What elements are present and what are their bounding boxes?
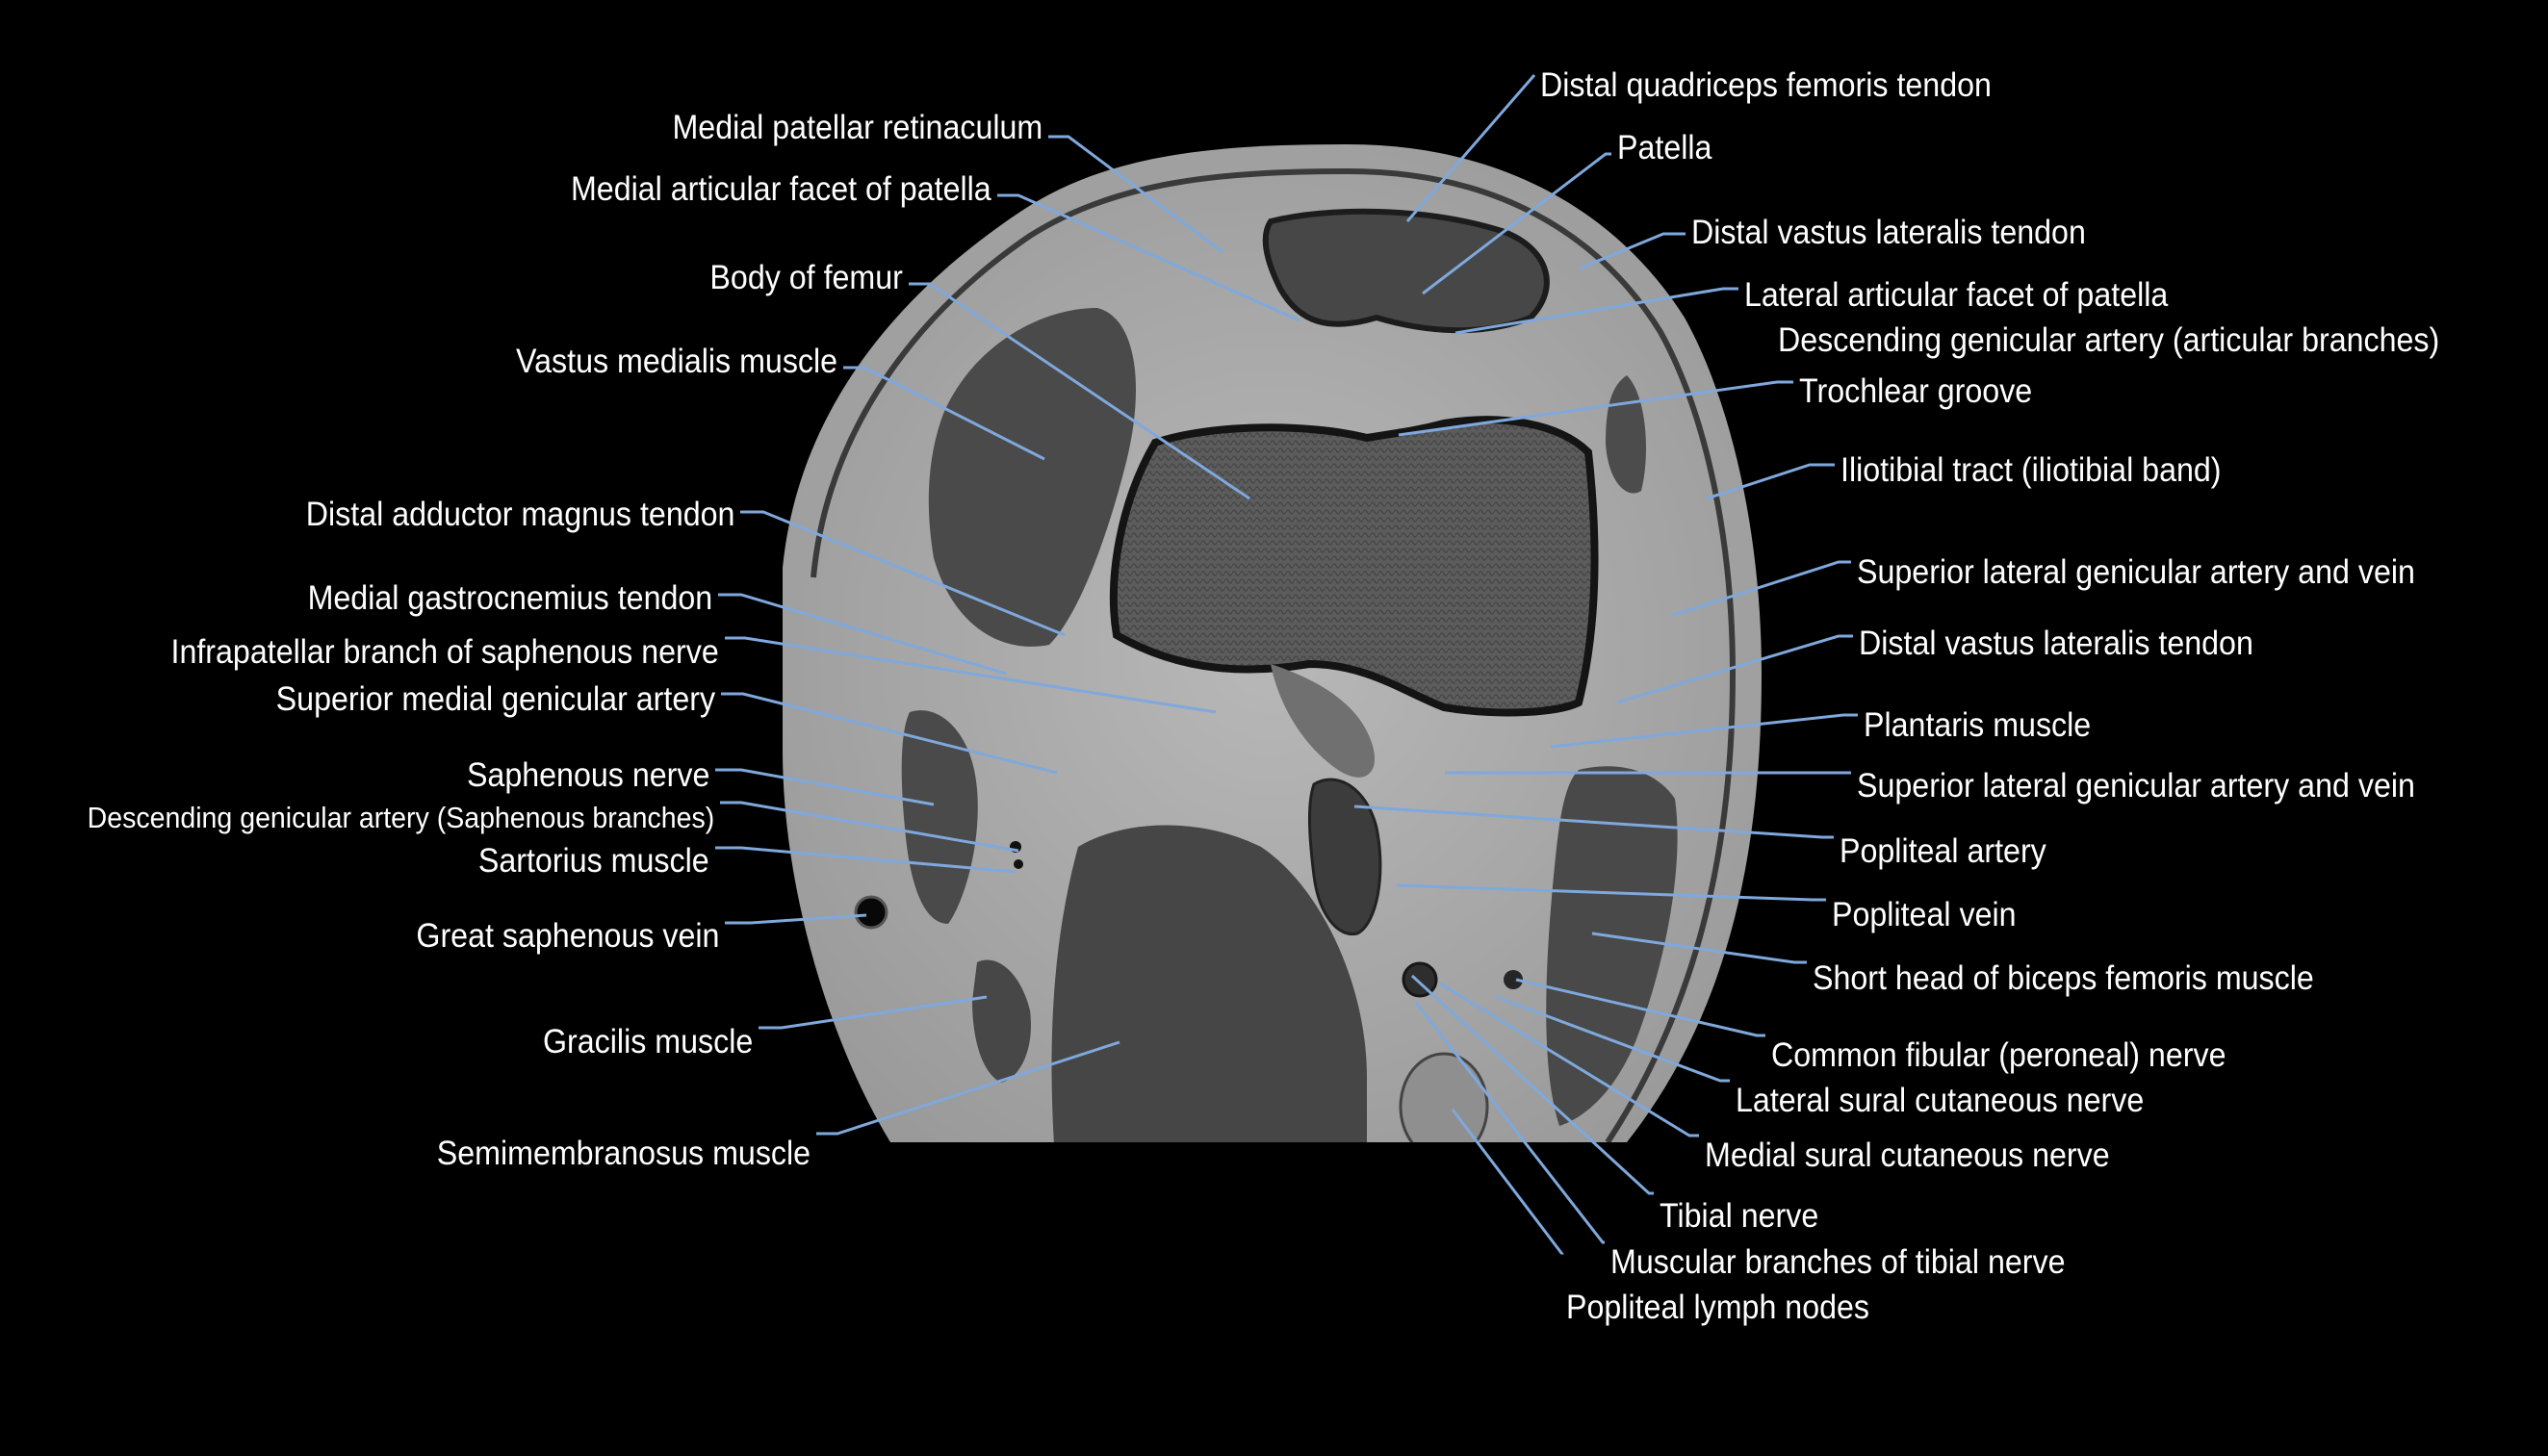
leader-popliteal-artery xyxy=(1353,805,1834,839)
label-distal-adductor-magnus-tendon: Distal adductor magnus tendon xyxy=(305,496,734,533)
label-tibial-nerve: Tibial nerve xyxy=(1660,1197,1819,1235)
label-muscular-branches-of-tibial-nerve: Muscular branches of tibial nerve xyxy=(1610,1243,2066,1281)
label-popliteal-lymph-nodes: Popliteal lymph nodes xyxy=(1566,1289,1870,1326)
label-distal-vastus-lateralis-tendon: Distal vastus lateralis tendon xyxy=(1691,214,2086,251)
leader-common-fibular-peroneal-nerve xyxy=(1515,978,1765,1037)
leader-infrapatellar-branch-of-saphenous-nerve xyxy=(725,636,1217,714)
leader-saphenous-nerve xyxy=(715,768,935,806)
label-iliotibial-tract-iliotibial-band: Iliotibial tract (iliotibial band) xyxy=(1840,451,2222,489)
label-medial-patellar-retinaculum: Medial patellar retinaculum xyxy=(672,109,1042,146)
label-distal-quadriceps-femoris-tendon: Distal quadriceps femoris tendon xyxy=(1540,66,1992,104)
leader-descending-genicular-artery-saphenous-branches xyxy=(720,801,1019,853)
leader-sartorius-muscle xyxy=(715,846,1017,874)
label-short-head-of-biceps-femoris-muscle: Short head of biceps femoris muscle xyxy=(1813,959,2314,997)
leader-lines xyxy=(715,74,1858,1255)
leader-distal-adductor-magnus-tendon xyxy=(740,510,1066,637)
leader-lateral-articular-facet-of-patella xyxy=(1454,287,1738,335)
label-body-of-femur: Body of femur xyxy=(709,259,903,296)
leader-superior-lateral-genicular-artery-and-vein xyxy=(1670,560,1851,618)
label-vastus-medialis-muscle: Vastus medialis muscle xyxy=(515,343,837,380)
leader-lateral-sural-cutaneous-nerve xyxy=(1495,995,1730,1083)
label-popliteal-artery: Popliteal artery xyxy=(1840,832,2046,870)
label-medial-gastrocnemius-tendon: Medial gastrocnemius tendon xyxy=(307,579,712,617)
label-semimembranosus-muscle: Semimembranosus muscle xyxy=(436,1135,811,1172)
leader-superior-medial-genicular-artery xyxy=(721,692,1058,775)
label-superior-lateral-genicular-artery-and-vein: Superior lateral genicular artery and ve… xyxy=(1857,553,2415,591)
leader-patella xyxy=(1422,152,1611,295)
label-lateral-sural-cutaneous-nerve: Lateral sural cutaneous nerve xyxy=(1736,1082,2145,1119)
label-great-saphenous-vein: Great saphenous vein xyxy=(415,917,719,955)
leader-tibial-nerve xyxy=(1410,974,1654,1195)
label-trochlear-groove: Trochlear groove xyxy=(1799,372,2033,410)
label-descending-genicular-artery-articular-branches: Descending genicular artery (articular b… xyxy=(1778,321,2440,359)
label-distal-vastus-lateralis-tendon: Distal vastus lateralis tendon xyxy=(1859,625,2253,662)
semimembranosus-region xyxy=(1051,825,1367,1142)
leader-popliteal-vein xyxy=(1396,883,1826,902)
leader-medial-sural-cutaneous-nerve xyxy=(1439,982,1699,1137)
leader-medial-patellar-retinaculum xyxy=(1048,135,1223,254)
label-saphenous-nerve: Saphenous nerve xyxy=(466,756,709,794)
label-lateral-articular-facet-of-patella: Lateral articular facet of patella xyxy=(1744,276,2169,314)
vastus-medialis-region xyxy=(928,308,1136,647)
leader-gracilis-muscle xyxy=(759,995,988,1030)
label-popliteal-vein: Popliteal vein xyxy=(1832,896,2017,933)
label-infrapatellar-branch-of-saphenous-nerve: Infrapatellar branch of saphenous nerve xyxy=(170,633,719,671)
leader-distal-quadriceps-femoris-tendon xyxy=(1405,74,1536,222)
label-medial-sural-cutaneous-nerve: Medial sural cutaneous nerve xyxy=(1705,1137,2110,1174)
label-superior-medial-genicular-artery: Superior medial genicular artery xyxy=(275,680,715,718)
leader-short-head-of-biceps-femoris-muscle xyxy=(1591,932,1807,964)
leader-distal-vastus-lateralis-tendon xyxy=(1616,634,1853,704)
label-descending-genicular-artery-saphenous-branches: Descending genicular artery (Saphenous b… xyxy=(87,801,714,834)
leader-semimembranosus-muscle xyxy=(816,1040,1120,1136)
label-sartorius-muscle: Sartorius muscle xyxy=(478,842,709,880)
leader-body-of-femur xyxy=(909,282,1250,500)
leader-plantaris-muscle xyxy=(1550,713,1858,749)
biceps-femoris-region xyxy=(1546,766,1678,1126)
label-gracilis-muscle: Gracilis muscle xyxy=(542,1023,753,1060)
leader-medial-gastrocnemius-tendon xyxy=(718,593,1007,676)
label-medial-articular-facet-of-patella: Medial articular facet of patella xyxy=(571,170,991,208)
label-superior-lateral-genicular-artery-and-vein: Superior lateral genicular artery and ve… xyxy=(1857,767,2415,805)
leader-muscular-branches-of-tibial-nerve xyxy=(1414,1002,1605,1244)
label-patella: Patella xyxy=(1617,129,1712,166)
leader-trochlear-groove xyxy=(1398,380,1793,437)
label-plantaris-muscle: Plantaris muscle xyxy=(1864,706,2092,744)
leader-popliteal-lymph-nodes xyxy=(1451,1109,1565,1255)
leader-medial-articular-facet-of-patella xyxy=(997,193,1300,322)
leader-great-saphenous-vein xyxy=(725,913,867,925)
leader-iliotibial-tract-iliotibial-band xyxy=(1706,463,1835,500)
leader-vastus-medialis-muscle xyxy=(843,366,1045,461)
femur-region xyxy=(1109,416,1599,717)
label-common-fibular-peroneal-nerve: Common fibular (peroneal) nerve xyxy=(1771,1036,2226,1074)
leader-distal-vastus-lateralis-tendon xyxy=(1579,232,1686,270)
